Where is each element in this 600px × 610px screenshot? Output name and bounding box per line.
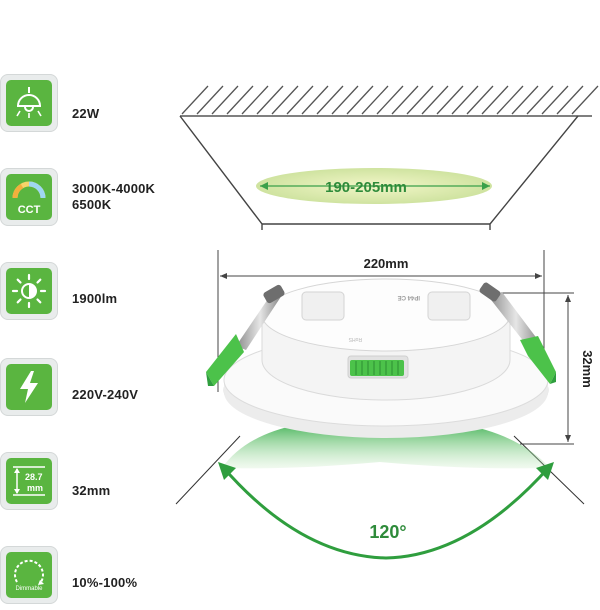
beam-arrow-left (218, 462, 236, 480)
cutout-label: 190-205mm (325, 179, 407, 196)
dimming-badge: Dimmable (0, 546, 58, 604)
diameter-arrow-left (220, 273, 227, 279)
lightning-icon (6, 364, 52, 410)
spring-clip-right (479, 282, 556, 384)
hatch-line (466, 85, 494, 115)
hatch-line (496, 85, 524, 115)
height-badge-value: 28.7 (25, 472, 43, 482)
voltage-badge (0, 358, 58, 416)
lumen-label: 1900lm (72, 291, 118, 306)
dimming-label: 10%-100% (72, 575, 138, 590)
hatch-line (541, 85, 569, 115)
cct-badge: CCT (0, 168, 58, 226)
height-badge-unit: mm (27, 483, 44, 493)
hatch-line (406, 85, 434, 115)
hatch-line (226, 85, 254, 115)
cutout-arrow-right (482, 182, 490, 190)
height-badge: 28.7 mm (0, 452, 58, 510)
beam-arrow-right (536, 462, 554, 480)
brightness-icon (6, 268, 52, 314)
spec-voltage: 220V-240V (0, 358, 170, 422)
hatch-line (196, 85, 224, 115)
hatch-line (571, 85, 599, 115)
power-badge (0, 74, 58, 132)
spec-lumen: 1900lm (0, 262, 170, 326)
hatch-line (241, 85, 269, 115)
body-marking-ip: IP44 CE (398, 294, 420, 300)
hatch-line (256, 85, 284, 115)
diameter-arrow-right (535, 273, 542, 279)
hatch-line (436, 85, 464, 115)
hatch-line (511, 85, 539, 115)
cct-label-1: 3000K-4000K (72, 181, 156, 196)
spring-clip-left (206, 284, 285, 386)
depth-label: 32mm (580, 350, 595, 388)
spec-cct: CCT 3000K-4000K 6500K (0, 168, 170, 232)
dimmable-icon: Dimmable (6, 552, 52, 598)
body-marking-rohs: RoHS (348, 336, 362, 342)
ceiling-hatch (180, 85, 599, 117)
color-temperature-icon: CCT (6, 174, 52, 220)
hatch-line (481, 85, 509, 115)
ceiling-lamp-icon (6, 80, 52, 126)
hatch-line (301, 85, 329, 115)
depth-arrow-top (565, 295, 571, 302)
spec-height: 28.7 mm 32mm (0, 452, 170, 516)
hatch-line (556, 85, 584, 115)
hatch-line (211, 85, 239, 115)
hatch-line (526, 85, 554, 115)
voltage-label: 220V-240V (72, 387, 139, 402)
hatch-line (286, 85, 314, 115)
beam-angle-arc (220, 465, 552, 560)
lumen-badge (0, 262, 58, 320)
hatch-line (346, 85, 374, 115)
hatch-line (451, 85, 479, 115)
hatch-line (391, 85, 419, 115)
hatch-line (376, 85, 404, 115)
power-label: 22W (72, 106, 100, 121)
height-label: 32mm (72, 483, 111, 498)
hatch-line (331, 85, 359, 115)
hatch-line (421, 85, 449, 115)
diameter-label: 220mm (364, 256, 409, 271)
height-icon: 28.7 mm (6, 458, 52, 504)
ceiling-cutout (179, 115, 579, 230)
depth-arrow-bottom (565, 435, 571, 442)
cct-badge-text: CCT (17, 204, 41, 216)
hatch-line (181, 85, 209, 115)
hatch-line (361, 85, 389, 115)
spec-dimming: Dimmable 10%-100% (0, 546, 170, 610)
beam-angle-label: 120° (369, 522, 406, 542)
hatch-line (316, 85, 344, 115)
spec-power: 22W (0, 74, 170, 138)
cutout-arrow-left (260, 182, 268, 190)
dimmable-badge-text: Dimmable (15, 586, 43, 592)
hatch-line (271, 85, 299, 115)
cct-label-2: 6500K (72, 197, 112, 212)
downlight-body (223, 278, 549, 438)
